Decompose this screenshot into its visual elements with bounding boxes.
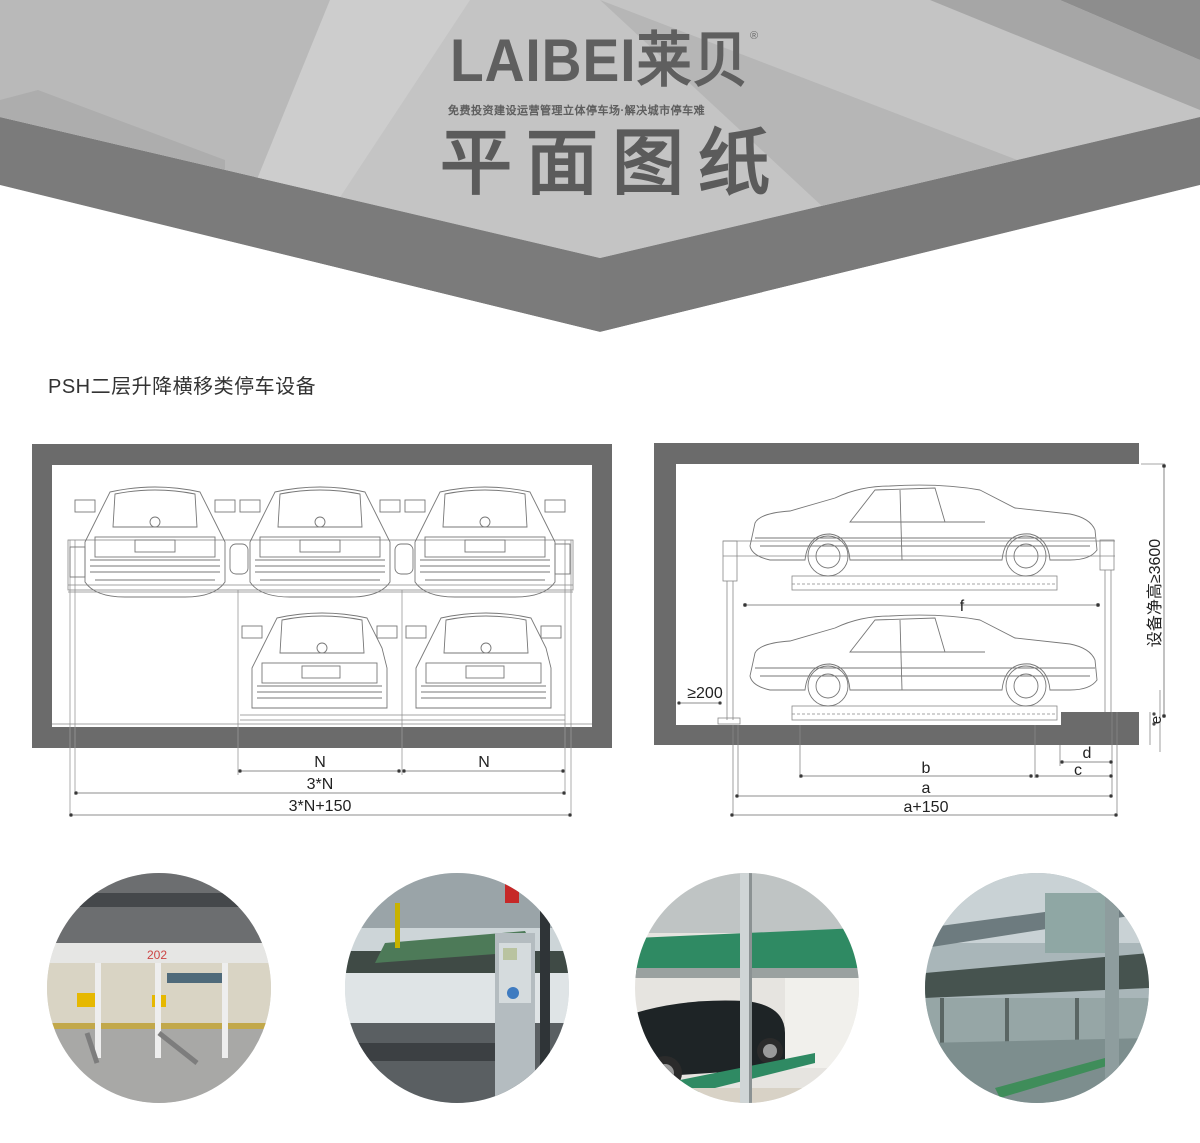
section-title: PSH二层升降横移类停车设备 [48, 376, 317, 398]
dim-equipment-height: 设备净高≥3600 [1146, 539, 1164, 647]
dim-b: b [922, 760, 931, 777]
dim-n-left: N [314, 754, 326, 771]
page-title: 平面图纸 [440, 121, 785, 205]
photo-underground-garage: 202 [47, 873, 271, 1103]
photo-outdoor-car [635, 873, 859, 1103]
registered-mark: ® [750, 30, 759, 42]
photo-outdoor-structure [925, 873, 1149, 1103]
side-cars [749, 484, 1098, 707]
dim-a-plus-150: a+150 [904, 799, 949, 816]
side-elevation-diagram: f ≥200 b d c a a+150 e 设备净高≥3600 [654, 443, 1167, 817]
dim-e: e [1148, 716, 1165, 724]
banner-overlay [0, 0, 1200, 258]
dim-a: a [922, 780, 931, 797]
dim-3n: 3*N [307, 776, 334, 793]
dim-3n-plus-150: 3*N+150 [289, 798, 352, 815]
dim-d: d [1083, 745, 1092, 762]
upper-cars [69, 486, 571, 598]
brand-slogan: 免费投资建设运营管理立体停车场·解决城市停车难 [448, 105, 706, 117]
brand-name: LAIBEI莱贝 [450, 27, 749, 94]
dim-clearance-200: ≥200 [687, 685, 723, 702]
lower-cars [241, 612, 562, 709]
wall-frame [654, 443, 1139, 745]
front-elevation-diagram: N N 3*N 3*N+150 [32, 444, 612, 817]
brand-logo: LAIBEI莱贝 ® [440, 26, 760, 106]
dim-c: c [1074, 762, 1082, 779]
photo-caption: 202 [147, 948, 167, 962]
dim-n-right: N [478, 754, 490, 771]
photo-control-panel [345, 873, 569, 1103]
dim-f: f [960, 598, 965, 615]
